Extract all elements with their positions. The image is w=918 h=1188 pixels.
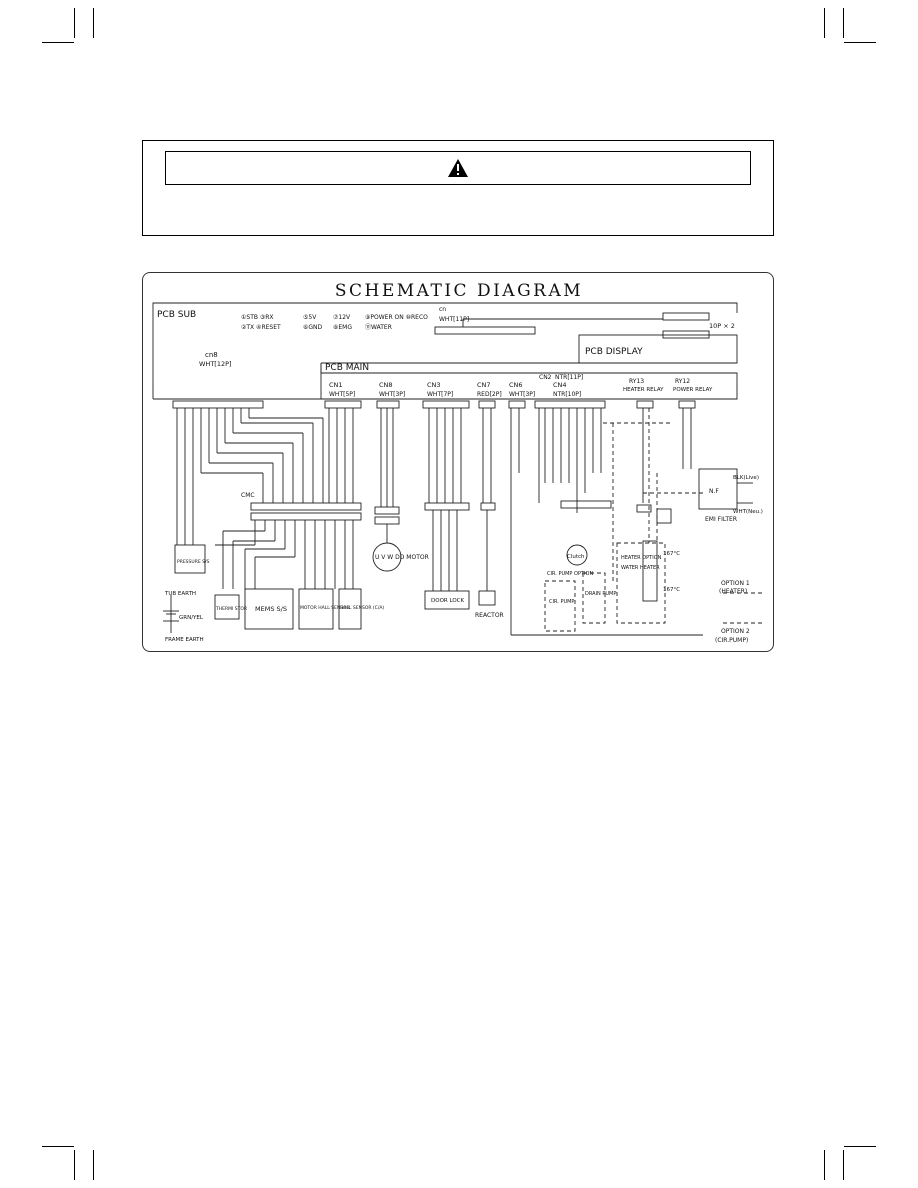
ry13-label: RY13 [629,378,644,385]
cn6-type: WHT[3P] [509,391,535,398]
nf-label: N.F [709,488,719,495]
schematic-diagram: SCHEMATIC DIAGRAM [142,272,774,652]
cir-pump-option-label: CIR. PUMP OPTION [547,571,593,577]
crop-mark [844,42,876,43]
crop-mark [93,8,94,38]
drain-pump-label: DRAIN PUMP [585,591,616,597]
cn3-type: WHT[7P] [427,391,453,398]
warning-box [142,140,774,236]
cn6-label: CN6 [509,381,523,389]
cn-type: WHT[11P] [439,316,469,323]
warning-header [165,151,751,185]
cn1-label: CN1 [329,381,343,389]
crop-mark [74,8,75,38]
pcb-sub-label: PCB SUB [157,310,196,320]
schematic-drawing: PCB SUB ①STB ③RX ②TX ④RESET ⑤5V ⑥GND ⑦12… [152,302,763,644]
ry13-type: HEATER RELAY [623,387,664,393]
cn8-label: cn8 [205,351,218,359]
cn7-type: RED[2P] [477,391,502,398]
cn7-label: CN7 [477,381,491,389]
crop-mark [843,8,844,38]
legend-text: ①STB ③RX [241,314,274,321]
crop-mark [93,1150,94,1180]
option2-sub: (CIR.PUMP) [715,637,748,644]
blk-live-label: BLK(Live) [733,475,759,481]
crop-mark [824,8,825,38]
wht-neu-label: WHT(Neu.) [733,509,763,515]
cir-pump-label: CIR. PUMP [549,599,574,605]
reactor-label: REACTOR [475,612,504,619]
cn8-main-type: WHT[3P] [379,391,405,398]
cn2-label: CN2 [539,374,552,381]
water-heater-label: WATER HEATER [621,565,660,571]
mems-label: MEMS S/S [255,605,287,613]
cn4-label: CN4 [553,381,567,389]
pcb-main-label: PCB MAIN [325,363,369,373]
cn8-main-label: CN8 [379,381,393,389]
dd-motor-label: U V W DD MOTOR [375,554,429,561]
crop-mark [42,1146,74,1147]
emi-filter-label: EMI FILTER [705,516,737,523]
earth-wire-label: GRN/YEL [179,615,204,621]
legend-text: ②TX ④RESET [241,324,281,331]
crop-mark [42,42,74,43]
temp-label: 167°C [663,551,680,557]
cn8-type: WHT[12P] [199,360,232,368]
cmc-label: CMC [241,492,255,499]
diagram-title: SCHEMATIC DIAGRAM [334,281,584,301]
door-lock-label: DOOR LOCK [431,598,465,604]
crop-mark [843,1150,844,1180]
legend-text: ⑥GND [303,324,323,331]
cn3-label: CN3 [427,381,441,389]
clutch-label: Clutch [567,554,585,560]
cn1-type: WHT[5P] [329,391,355,398]
legend-text: ⑨POWER ON ⑩RECO [365,314,428,321]
option2-label: OPTION 2 [721,628,750,635]
option1-sub: (HEATER) [719,588,747,595]
ry12-type: POWER RELAY [673,387,713,393]
pcb-display-label: PCB DISPLAY [585,347,643,357]
display-connector-label: 10P × 2 [709,322,735,330]
crop-mark [824,1150,825,1180]
crop-mark [844,1146,876,1147]
temp-label: 167°C [663,587,680,593]
hall-sensor-label: HALL SENSOR (C/A) [340,605,384,611]
tub-earth-label: TUB EARTH [164,591,196,597]
heater-option-label: HEATER OPTION [621,555,662,561]
option1-label: OPTION 1 [721,580,750,587]
motor-hall-label: MOTOR HALL SENSOR [300,605,350,611]
pressure-sensor-label: PRESSURE S/S [177,559,209,565]
frame-earth-label: FRAME EARTH [165,637,204,643]
cn2-type: NTR[11P] [555,374,583,381]
crop-mark [74,1150,75,1180]
legend-text: ⑦12V [333,314,351,321]
thermistor-label: THERMI STOR [215,606,247,612]
legend-text: ⑪WATER [365,323,392,331]
legend-text: ⑧EMG [333,324,352,331]
legend-text: ⑤5V [303,314,317,321]
warning-triangle-icon [448,159,468,177]
cn-label: cn [439,306,446,313]
cn4-type: NTR[10P] [553,391,581,398]
ry12-label: RY12 [675,378,690,385]
